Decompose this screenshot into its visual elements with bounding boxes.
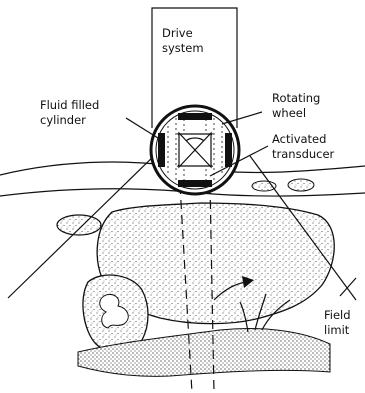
fluid-cylinder-label-line1: Fluid filled: [40, 98, 99, 112]
transducer-label-line2: transducer: [272, 147, 335, 161]
drive-system-label-line1: Drive: [162, 26, 193, 40]
rotating-wheel-label-line2: wheel: [272, 106, 306, 120]
field-limit-label-line2: limit: [324, 323, 350, 337]
fluid-cylinder-label-line2: cylinder: [40, 113, 86, 127]
field-limit-label-line1: Field: [324, 308, 351, 322]
drive-system-label-line2: system: [162, 41, 204, 55]
rotating-wheel: [178, 133, 212, 167]
rotating-wheel-label-line1: Rotating: [272, 91, 320, 105]
transducer-label-line1: Activated: [272, 132, 326, 146]
